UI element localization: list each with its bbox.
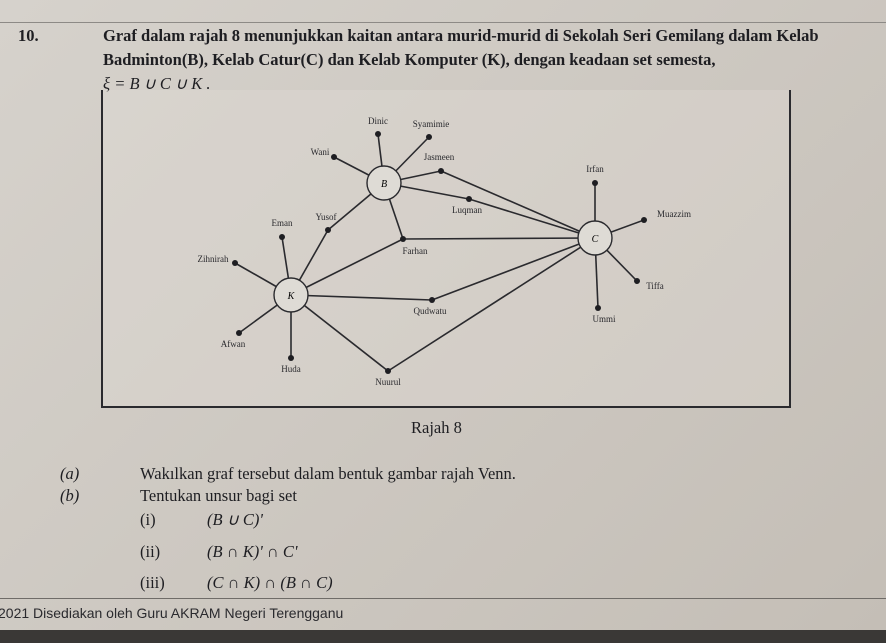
part-a-label: (a)	[60, 464, 80, 483]
student-dot-muazzim	[641, 217, 647, 223]
set-node-c	[577, 220, 613, 256]
student-label-zihnirah: Zihnirah	[198, 254, 229, 264]
student-label-wani: Wani	[311, 147, 330, 157]
student-label-muazzim: Muazzim	[657, 209, 691, 219]
student-label-tiffa: Tiffa	[646, 281, 664, 291]
set-node-k	[273, 277, 309, 313]
student-dot-eman	[279, 234, 285, 240]
edge-k-nuurul	[290, 294, 389, 372]
student-label-eman: Eman	[272, 218, 293, 228]
student-dot-yusof	[325, 227, 331, 233]
question-line-2: Badminton(B), Kelab Catur(C) dan Kelab K…	[103, 50, 716, 69]
part-b-label: (b)	[60, 486, 80, 505]
student-dot-afwan	[236, 330, 242, 336]
student-label-luqman: Luqman	[452, 205, 482, 215]
student-dot-ummi	[595, 305, 601, 311]
student-dot-nuurul	[385, 368, 391, 374]
sub-i-label: (i)	[140, 510, 156, 529]
student-label-ummi: Ummi	[592, 314, 616, 324]
sub-ii-label: (ii)	[140, 542, 161, 561]
student-dot-qudwatu	[429, 297, 435, 303]
part-a-text: Wakılkan graf tersebut dalam bentuk gamb…	[140, 464, 516, 483]
student-label-qudwatu: Qudwatu	[414, 306, 447, 316]
student-dot-zihnirah	[232, 260, 238, 266]
student-dot-huda	[288, 355, 294, 361]
student-label-dinic: Dinic	[368, 116, 388, 126]
student-dot-syamimie	[426, 134, 432, 140]
student-label-yusof: Yusof	[315, 212, 336, 222]
edge-farhan-k	[290, 238, 404, 296]
question-line-1: Graf dalam rajah 8 menunjukkan kaitan an…	[103, 26, 819, 45]
edge-jasmeen-c	[440, 170, 596, 239]
part-b-text: Tentukan unsur bagi set	[140, 486, 297, 505]
footer-rule	[0, 598, 886, 599]
desk-edge	[0, 630, 886, 643]
sub-iii-expr: (C ∩ K) ∩ (B ∩ C)	[207, 573, 333, 592]
figure-caption: Rajah 8	[411, 418, 462, 437]
edge-luqman-c	[468, 198, 596, 239]
sub-ii-expr: (B ∩ K)' ∩ C'	[207, 542, 298, 561]
student-dot-luqman	[466, 196, 472, 202]
student-label-jasmeen: Jasmeen	[424, 152, 455, 162]
student-label-nuurul: Nuurul	[375, 377, 401, 387]
question-number: 10.	[18, 26, 39, 45]
set-label-c: C	[592, 234, 599, 245]
edge-farhan-c	[402, 237, 596, 240]
edge-qudwatu-c	[431, 237, 596, 301]
set-node-b	[366, 165, 402, 201]
student-dot-jasmeen	[438, 168, 444, 174]
student-dot-irfan	[592, 180, 598, 186]
student-dot-dinic	[375, 131, 381, 137]
student-label-syamimie: Syamimie	[413, 119, 450, 129]
student-dot-tiffa	[634, 278, 640, 284]
set-label-k: K	[287, 291, 296, 302]
student-label-irfan: Irfan	[586, 164, 604, 174]
universal-set: ξ = B ∪ C ∪ K .	[103, 74, 211, 93]
edge-k-qudwatu	[290, 294, 433, 301]
student-label-farhan: Farhan	[403, 246, 428, 256]
sub-i-expr: (B ∪ C)'	[207, 510, 263, 529]
student-label-huda: Huda	[281, 364, 301, 374]
figure-frame	[101, 90, 791, 408]
footer-text: 2021 Disediakan oleh Guru AKRAM Negeri T…	[0, 605, 344, 621]
set-label-b: B	[381, 179, 387, 190]
top-rule	[0, 22, 886, 23]
sub-iii-label: (iii)	[140, 573, 165, 592]
student-dot-wani	[331, 154, 337, 160]
student-label-afwan: Afwan	[221, 339, 246, 349]
edge-nuurul-c	[387, 237, 596, 372]
student-dot-farhan	[400, 236, 406, 242]
